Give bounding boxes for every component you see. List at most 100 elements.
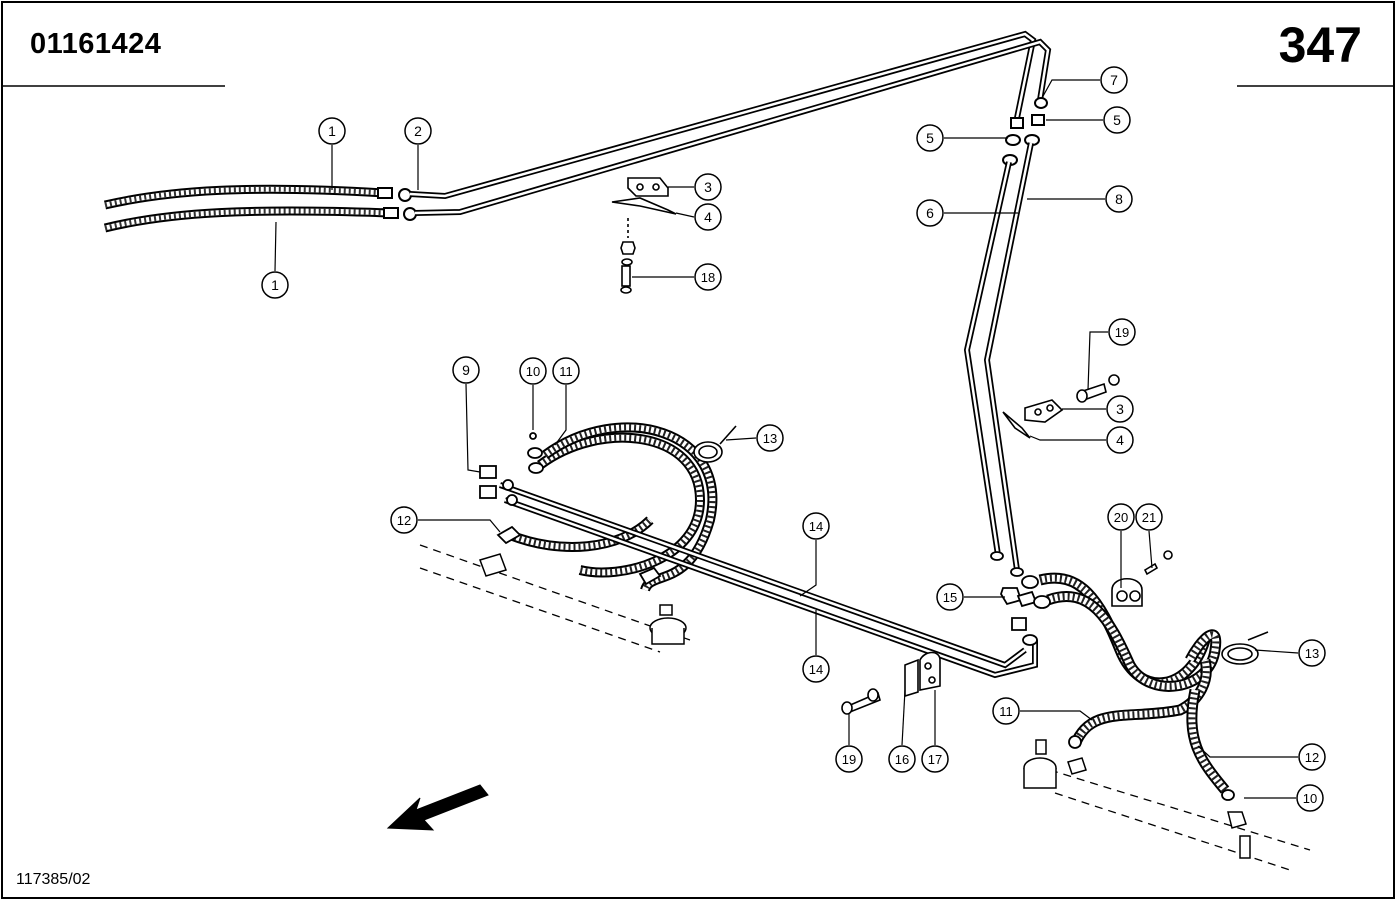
callout-balloon [1100,66,1128,94]
callout-10: 10 [1296,784,1324,812]
callout-balloon [1103,106,1131,134]
callout-balloon [756,424,784,452]
callout-balloon [888,745,916,773]
drawing-reference: 117385/02 [16,871,91,888]
callout-balloon [1298,639,1326,667]
callout-balloon [921,745,949,773]
callout-11: 11 [552,357,580,385]
callout-number: 12 [1305,750,1319,765]
callout-number: 10 [1303,791,1317,806]
callout-number: 20 [1114,510,1128,525]
clamp-assembly-right [1002,374,1120,439]
callout-9: 9 [452,356,480,384]
mount-right [1023,739,1251,859]
callout-number: 14 [809,662,823,677]
callout-number: 11 [999,704,1013,719]
callout-balloon [1135,503,1163,531]
callout-number: 19 [1115,325,1129,340]
callout-14: 14 [802,655,830,683]
clamp-assembly-upper [611,177,677,294]
cylinder-outline-right [1049,769,1311,871]
callout-balloon [835,745,863,773]
callout-12: 12 [1298,743,1326,771]
callout-balloon [916,199,944,227]
hose-clamp-13-upper [693,425,737,463]
callout-10: 10 [519,357,547,385]
callout-number: 13 [1305,646,1319,661]
callout-number: 4 [1116,432,1124,448]
callout-number: 19 [842,752,856,767]
callout-2: 2 [404,117,432,145]
callout-number: 2 [414,123,422,139]
callout-21: 21 [1135,503,1163,531]
hose-clamp-13-lower [1221,631,1269,665]
callout-balloon [390,506,418,534]
cylinder-outline-left [419,544,691,653]
pipe-unions-5 [1002,97,1048,166]
callout-5: 5 [916,124,944,152]
callout-balloon [694,203,722,231]
callout-3: 3 [1106,395,1134,423]
callout-balloon [694,173,722,201]
callout-number: 13 [763,431,777,446]
callout-number: 21 [1142,510,1156,525]
callout-balloon [519,357,547,385]
callout-balloon [936,583,964,611]
callout-17: 17 [921,745,949,773]
callout-number: 3 [1116,401,1124,417]
callout-number: 17 [928,752,942,767]
document-number: 01161424 [30,28,162,60]
callout-number: 15 [943,590,957,605]
hydraulic-hoses-right [1038,572,1230,794]
callout-balloon [694,263,722,291]
clamp-16-17 [841,651,941,715]
direction-arrow [386,784,489,831]
right-fittings [990,551,1235,801]
callout-number: 12 [397,513,411,528]
steel-pipe-6-8 [963,142,1034,571]
callout-balloon [1106,395,1134,423]
hydraulic-hose-11-left [508,422,718,593]
callout-balloon [1105,185,1133,213]
callout-balloon [318,117,346,145]
callout-number: 3 [704,179,712,195]
callout-leaders [274,79,1299,799]
clamp-20-21 [1111,550,1173,607]
callout-number: 5 [1113,112,1121,128]
callout-balloon [261,271,289,299]
callout-number: 1 [271,277,279,293]
callout-12: 12 [390,506,418,534]
hose-end-fittings [377,187,417,221]
callout-number: 16 [895,752,909,767]
callout-20: 20 [1107,503,1135,531]
callout-1: 1 [318,117,346,145]
callout-13: 13 [756,424,784,452]
steel-pipe-14 [498,482,1038,679]
callout-16: 16 [888,745,916,773]
callout-balloon [992,697,1020,725]
callout-balloon [916,124,944,152]
callout-3: 3 [694,173,722,201]
callout-number: 7 [1110,72,1118,88]
callout-balloon [802,512,830,540]
callout-13: 13 [1298,639,1326,667]
callout-7: 7 [1100,66,1128,94]
callout-balloon [1298,743,1326,771]
callout-number: 14 [809,519,823,534]
callout-balloon [802,655,830,683]
callout-number: 9 [462,362,470,378]
page-number: 347 [1278,17,1362,73]
callout-19: 19 [835,745,863,773]
left-fittings [479,432,662,586]
callout-number: 4 [704,209,712,225]
callout-balloon [1296,784,1324,812]
callout-balloon [1107,503,1135,531]
callout-5: 5 [1103,106,1131,134]
callout-14: 14 [802,512,830,540]
callout-19: 19 [1108,318,1136,346]
callout-balloon [1106,426,1134,454]
hose-pair-1 [103,184,391,233]
callout-number: 10 [526,364,540,379]
callout-balloon [552,357,580,385]
